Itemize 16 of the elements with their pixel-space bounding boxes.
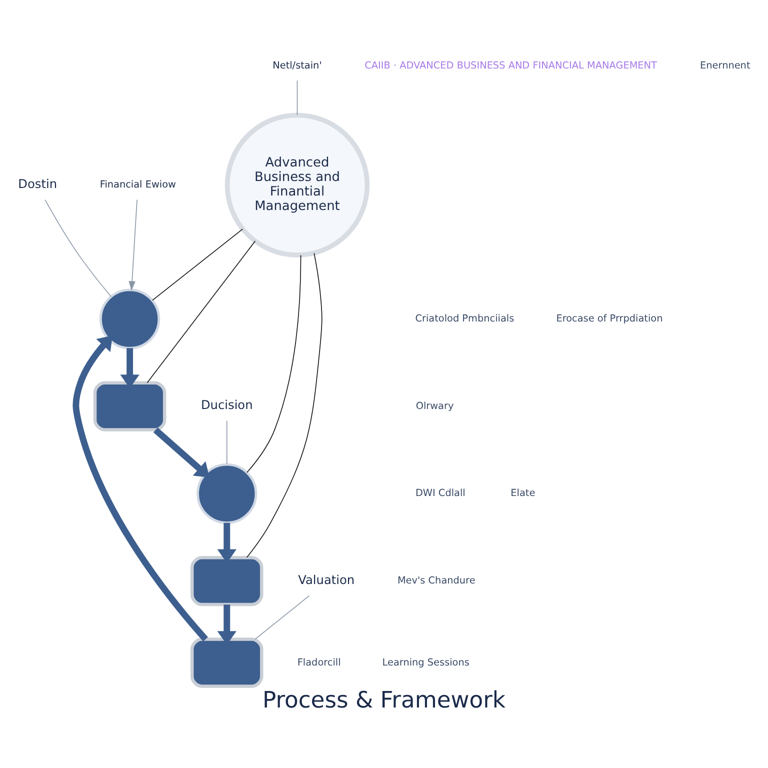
label: DWI Cdlall bbox=[415, 488, 466, 499]
node-text: Financial Ewiow bbox=[100, 179, 176, 190]
node-text: Netl/stain' bbox=[272, 60, 322, 71]
label: CAIIB · ADVANCED BUSINESS AND FINANCIAL MANAGEMENT bbox=[364, 60, 657, 71]
diagram-title: Process & Framework bbox=[262, 687, 506, 714]
label: Erocase of Prrpdiation bbox=[556, 312, 663, 324]
label: Elate bbox=[510, 488, 536, 499]
node-text: Dostin bbox=[18, 176, 58, 190]
label: Enernnent bbox=[700, 60, 750, 71]
label: Learning Sessions bbox=[382, 656, 470, 668]
label: Fladorcill bbox=[297, 656, 341, 668]
label: Criatolod Pmbnciials bbox=[415, 312, 514, 324]
node-text: Ducision bbox=[200, 398, 253, 412]
label: Mev's Chandure bbox=[397, 575, 476, 586]
label: Olrwary bbox=[416, 400, 454, 412]
node-text: Valuation bbox=[298, 572, 355, 586]
